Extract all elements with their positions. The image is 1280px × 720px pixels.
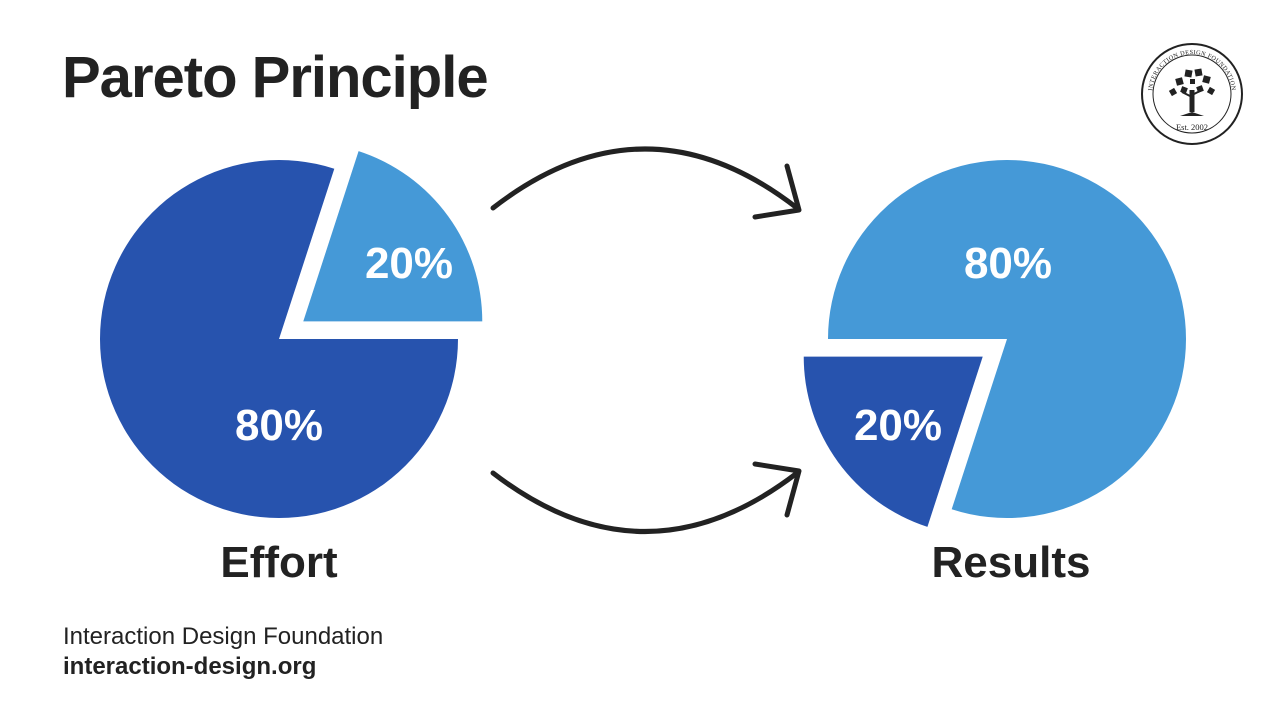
footer-org-name: Interaction Design Foundation: [63, 623, 384, 650]
idf-logo: INTERACTION DESIGN FOUNDATION Est. 2002: [1141, 43, 1243, 145]
effort-slice-80: [99, 159, 459, 519]
effort-pie: 20% 80% Effort: [99, 151, 483, 587]
results-slice-80: [828, 159, 1186, 518]
effort-slice-20: [303, 151, 483, 322]
top-arrow-icon: [490, 146, 800, 211]
tree-icon: [1168, 68, 1216, 116]
page-title: Pareto Principle: [62, 45, 489, 110]
bottom-arrow-icon: [490, 470, 800, 534]
bottom-arrow-head-icon: [752, 461, 802, 518]
results-slice-20: [803, 356, 983, 527]
results-slice-80-label: 80%: [964, 239, 1052, 288]
effort-slice-20-label: 20%: [365, 239, 453, 288]
results-pie: 80% 20% Results: [803, 159, 1186, 587]
results-slice-20-label: 20%: [854, 401, 942, 450]
logo-est-text: Est. 2002: [1176, 122, 1208, 132]
effort-caption: Effort: [220, 538, 338, 587]
results-caption: Results: [932, 538, 1091, 587]
top-arrow-head-icon: [752, 163, 802, 220]
arrows: [490, 146, 802, 534]
footer-url[interactable]: interaction-design.org: [63, 653, 317, 680]
effort-slice-80-label: 80%: [235, 401, 323, 450]
